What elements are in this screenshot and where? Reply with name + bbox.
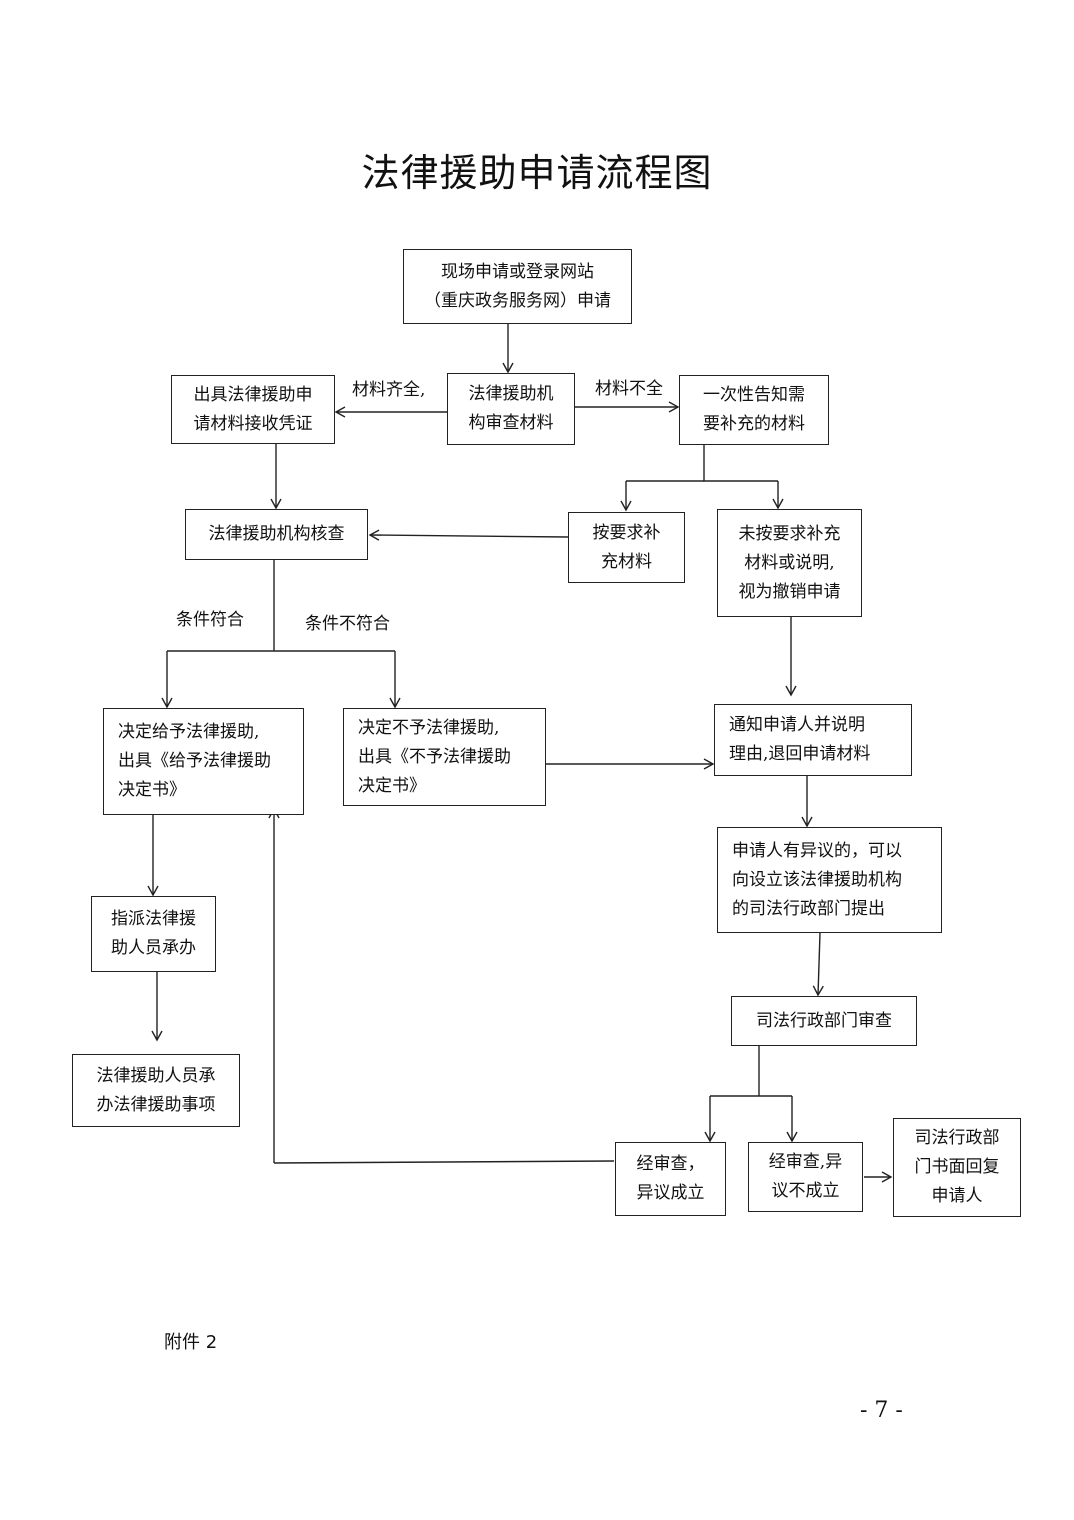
node-apply: 现场申请或登录网站 （重庆政务服务网）申请 — [403, 249, 632, 324]
node-review: 法律援助机 构审查材料 — [447, 373, 575, 445]
connector-upheld-loop — [273, 1160, 615, 1164]
node-written-reply: 司法行政部 门书面回复 申请人 — [893, 1118, 1021, 1217]
node-supplement-fail: 未按要求补充 材料或说明, 视为撤销申请 — [717, 509, 862, 617]
node-objection: 申请人有异议的，可以 向设立该法律援助机构 的司法行政部门提出 — [717, 827, 942, 933]
edge-label-eligible: 条件符合 — [176, 610, 244, 630]
node-objection-upheld: 经审查， 异议成立 — [615, 1142, 726, 1216]
node-objection-rejected: 经审查,异 议不成立 — [748, 1142, 863, 1212]
node-assign: 指派法律援 助人员承办 — [91, 896, 216, 972]
node-judicial-review: 司法行政部门审查 — [731, 996, 917, 1046]
node-deny: 决定不予法律援助, 出具《不予法律援助 决定书》 — [343, 708, 546, 806]
connector-notify-split — [703, 445, 778, 482]
node-handle: 法律援助人员承 办法律援助事项 — [72, 1054, 240, 1127]
edge-label-ineligible: 条件不符合 — [305, 614, 390, 634]
arrow-supplement-to-check — [368, 529, 569, 541]
attachment-label: 附件 2 — [164, 1332, 218, 1353]
edge-label-complete: 材料齐全, — [352, 380, 426, 400]
node-receipt: 出具法律援助申 请材料接收凭证 — [171, 375, 335, 444]
page-number: - 7 - — [860, 1398, 903, 1423]
arrow-objection-to-judicial — [812, 932, 824, 997]
node-supplement-ok: 按要求补 充材料 — [568, 512, 685, 583]
node-institution-check: 法律援助机构核查 — [185, 509, 368, 560]
node-grant: 决定给予法律援助, 出具《给予法律援助 决定书》 — [103, 708, 304, 815]
node-notify-applicant: 通知申请人并说明 理由,退回申请材料 — [714, 704, 912, 776]
node-notify-supplement: 一次性告知需 要补充的材料 — [679, 375, 829, 445]
page-title: 法律援助申请流程图 — [361, 151, 713, 195]
edge-label-incomplete: 材料不全 — [595, 379, 663, 399]
connector-judicial-split — [710, 1046, 792, 1097]
connector-check-split — [167, 560, 395, 652]
